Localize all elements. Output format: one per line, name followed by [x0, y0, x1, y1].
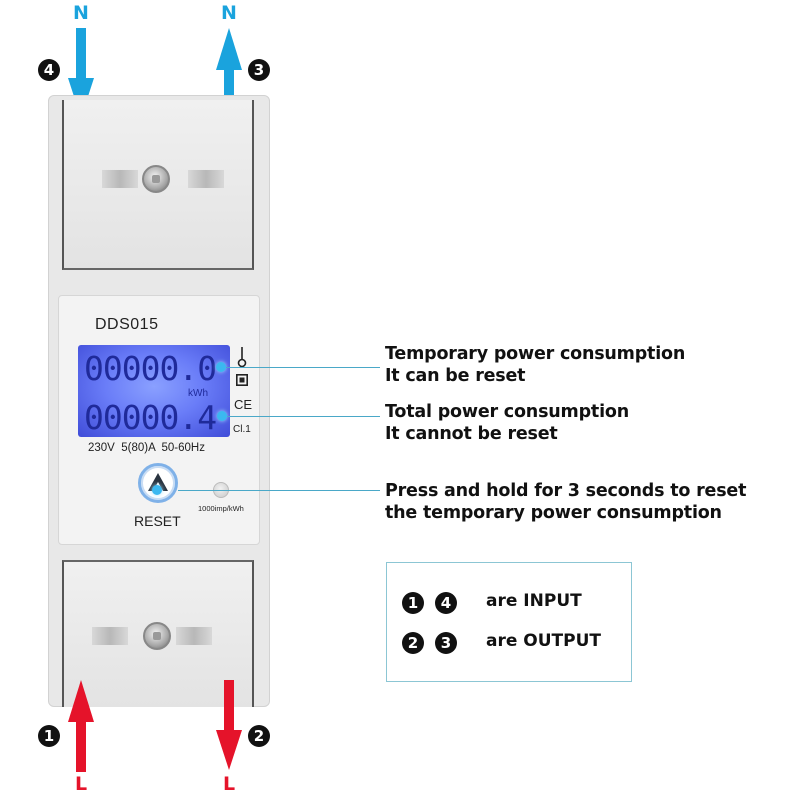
- terminal-1-label: L: [74, 773, 88, 795]
- total-reading: 00000.4: [84, 398, 217, 437]
- model-label: DDS015: [95, 316, 159, 333]
- callout-line: Total power consumption: [385, 402, 629, 422]
- terminal-4-number: 4: [38, 59, 60, 81]
- callout-line: Press and hold for 3 seconds to reset: [385, 481, 747, 501]
- callout-dot: [216, 362, 226, 372]
- arrow-down-icon: [216, 680, 242, 770]
- terminal-3-number: 3: [248, 59, 270, 81]
- accuracy-class-label: Cl.1: [233, 424, 251, 435]
- ratings-label: 230V 5(80)A 50-60Hz: [88, 442, 205, 454]
- cable-slot: [176, 627, 212, 645]
- callout-dot: [217, 411, 227, 421]
- arrow-up-icon: [216, 28, 242, 120]
- callout-total: Total power consumption It cannot be res…: [385, 401, 629, 445]
- terminal-1-number: 1: [38, 725, 60, 747]
- legend-output-text: are OUTPUT: [486, 631, 602, 651]
- callout-line: Temporary power consumption: [385, 344, 686, 364]
- cable-slot: [188, 170, 224, 188]
- terminal-3-label: N: [221, 2, 237, 24]
- callout-line: It can be reset: [385, 366, 526, 386]
- terminal-4-label: N: [73, 2, 89, 24]
- reset-button[interactable]: [138, 463, 178, 503]
- ce-mark-icon: CE: [234, 397, 253, 412]
- arrow-up-icon: [68, 680, 94, 772]
- leader-line: [226, 367, 380, 368]
- impulse-rate-label: 1000imp/kWh: [198, 504, 244, 513]
- legend-number: 2: [402, 632, 424, 654]
- callout-dot: [152, 485, 162, 495]
- temporary-reading: 00000.0: [84, 349, 217, 388]
- lcd-display: [78, 345, 230, 437]
- legend-number: 4: [435, 592, 457, 614]
- reset-label: RESET: [134, 513, 181, 529]
- callout-temporary: Temporary power consumption It can be re…: [385, 343, 685, 387]
- legend-number: 3: [435, 632, 457, 654]
- terminal-screw: [143, 622, 171, 650]
- legend-number: 1: [402, 592, 424, 614]
- legend-input-text: are INPUT: [486, 591, 582, 611]
- cable-slot: [102, 170, 138, 188]
- terminal-2-label: L: [222, 773, 236, 795]
- terminal-screw: [142, 165, 170, 193]
- terminal-2-number: 2: [248, 725, 270, 747]
- ground-icon: [237, 347, 247, 368]
- leader-line: [227, 416, 380, 417]
- callout-reset: Press and hold for 3 seconds to reset th…: [385, 480, 746, 524]
- legend-box: [386, 562, 632, 682]
- callout-line: It cannot be reset: [385, 424, 558, 444]
- unit-label: kWh: [188, 388, 208, 399]
- leader-line: [178, 490, 380, 491]
- double-insulation-icon: [236, 374, 248, 386]
- callout-line: the temporary power consumption: [385, 503, 722, 523]
- cable-slot: [92, 627, 128, 645]
